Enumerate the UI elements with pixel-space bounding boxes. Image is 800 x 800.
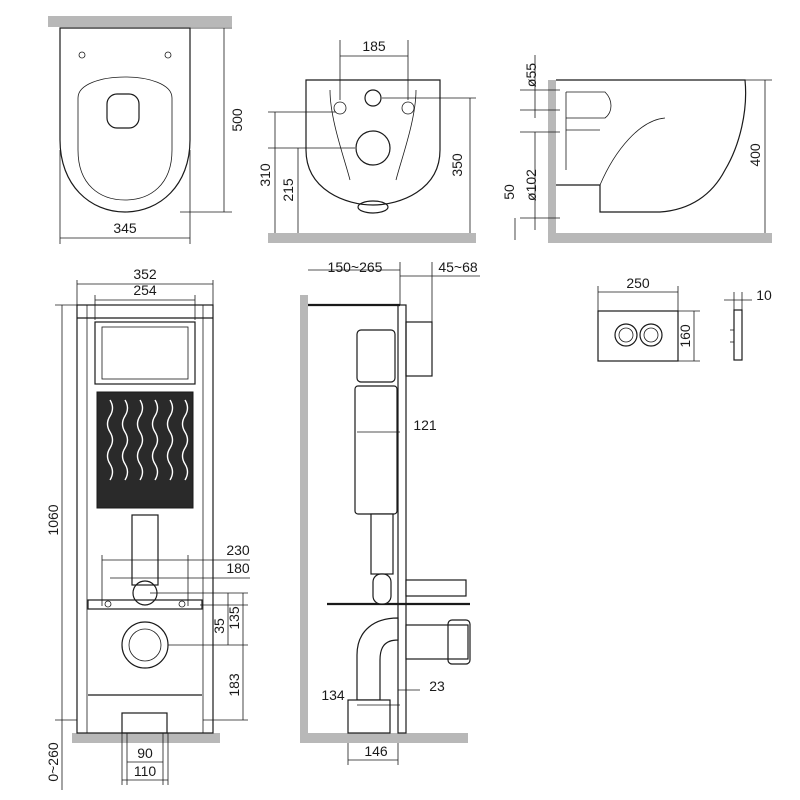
frame-post xyxy=(397,304,407,734)
dim-23: 23 xyxy=(429,678,445,694)
dim-254: 254 xyxy=(133,282,157,298)
dim-d55: ø55 xyxy=(523,63,539,87)
dim-500: 500 xyxy=(229,108,245,132)
bowl-side-outline xyxy=(556,79,747,213)
dim-185: 185 xyxy=(362,38,386,54)
bolt-left xyxy=(333,101,347,115)
flush-plate-front: 250 160 xyxy=(597,275,700,362)
dim-135: 135 xyxy=(226,606,242,630)
flush-connector xyxy=(405,579,467,597)
dim-183: 183 xyxy=(226,673,242,697)
dim-215: 215 xyxy=(280,178,296,202)
cistern-wave-pattern xyxy=(106,399,189,481)
dim-160: 160 xyxy=(677,324,693,348)
side-view-floor xyxy=(548,233,772,243)
dim-250: 250 xyxy=(626,275,650,291)
bowl-side-view: ø55 ø102 50 400 xyxy=(501,55,772,243)
flush-plate-side: 10 xyxy=(724,287,772,361)
outlet-port xyxy=(355,130,391,166)
cistern-tank xyxy=(354,385,398,515)
drain-elbow xyxy=(356,617,399,701)
dim-d102: ø102 xyxy=(523,169,539,201)
frame-side-floor xyxy=(300,733,468,743)
bowl-top-view: 500 345 xyxy=(48,16,245,244)
dim-45-68: 45~68 xyxy=(438,259,478,275)
inlet-hole xyxy=(364,89,382,107)
dim-352: 352 xyxy=(133,266,157,282)
cistern-access xyxy=(94,321,196,385)
dim-121: 121 xyxy=(413,417,437,433)
dim-134: 134 xyxy=(321,687,345,703)
bowl-back-view: 185 310 215 350 xyxy=(257,38,476,243)
drain-pipe xyxy=(347,699,391,734)
dim-1060: 1060 xyxy=(45,504,61,535)
frame-front-floor xyxy=(72,733,220,743)
bolt-hole-left xyxy=(78,51,86,59)
top-view-wall xyxy=(48,16,232,27)
frame-front-view: 352 254 1060 0~260 230 180 35 135 183 xyxy=(45,266,250,790)
dim-345: 345 xyxy=(113,220,137,236)
dim-35: 35 xyxy=(211,618,227,634)
dim-230: 230 xyxy=(226,542,250,558)
bowl-outline xyxy=(59,27,191,213)
dim-146: 146 xyxy=(364,743,388,759)
cistern-valve xyxy=(356,329,396,383)
dim-0-260: 0~260 xyxy=(45,742,61,782)
flush-plate-outline xyxy=(597,310,679,362)
bowl-back-outline xyxy=(305,79,441,206)
dim-90: 90 xyxy=(137,745,153,761)
dim-400: 400 xyxy=(747,143,763,167)
dim-110: 110 xyxy=(134,763,157,779)
dim-310: 310 xyxy=(257,163,273,187)
back-view-floor xyxy=(268,233,476,243)
flush-button-large xyxy=(614,323,638,347)
cistern-body xyxy=(96,391,194,509)
bolt-rail xyxy=(87,599,203,610)
dim-350: 350 xyxy=(449,153,465,177)
dim-10: 10 xyxy=(756,287,772,303)
dim-150-265: 150~265 xyxy=(328,259,383,275)
drain-connector-side xyxy=(405,624,469,660)
frame-side-view: 150~265 45~68 121 134 23 146 xyxy=(300,259,480,765)
flush-plate-profile xyxy=(733,309,743,361)
frame-foot xyxy=(121,712,168,734)
dim-180: 180 xyxy=(226,560,250,576)
dim-50: 50 xyxy=(501,184,517,200)
bolt-hole-right xyxy=(164,51,172,59)
outlet-hole xyxy=(106,93,140,129)
frame-side-wall xyxy=(300,295,308,743)
flush-button-small xyxy=(639,323,663,347)
flush-plate-bracket xyxy=(405,321,433,377)
side-view-wall xyxy=(548,80,556,233)
bowl-inner-rim xyxy=(77,76,173,201)
flush-pipe xyxy=(131,514,159,586)
bolt-right xyxy=(401,101,415,115)
